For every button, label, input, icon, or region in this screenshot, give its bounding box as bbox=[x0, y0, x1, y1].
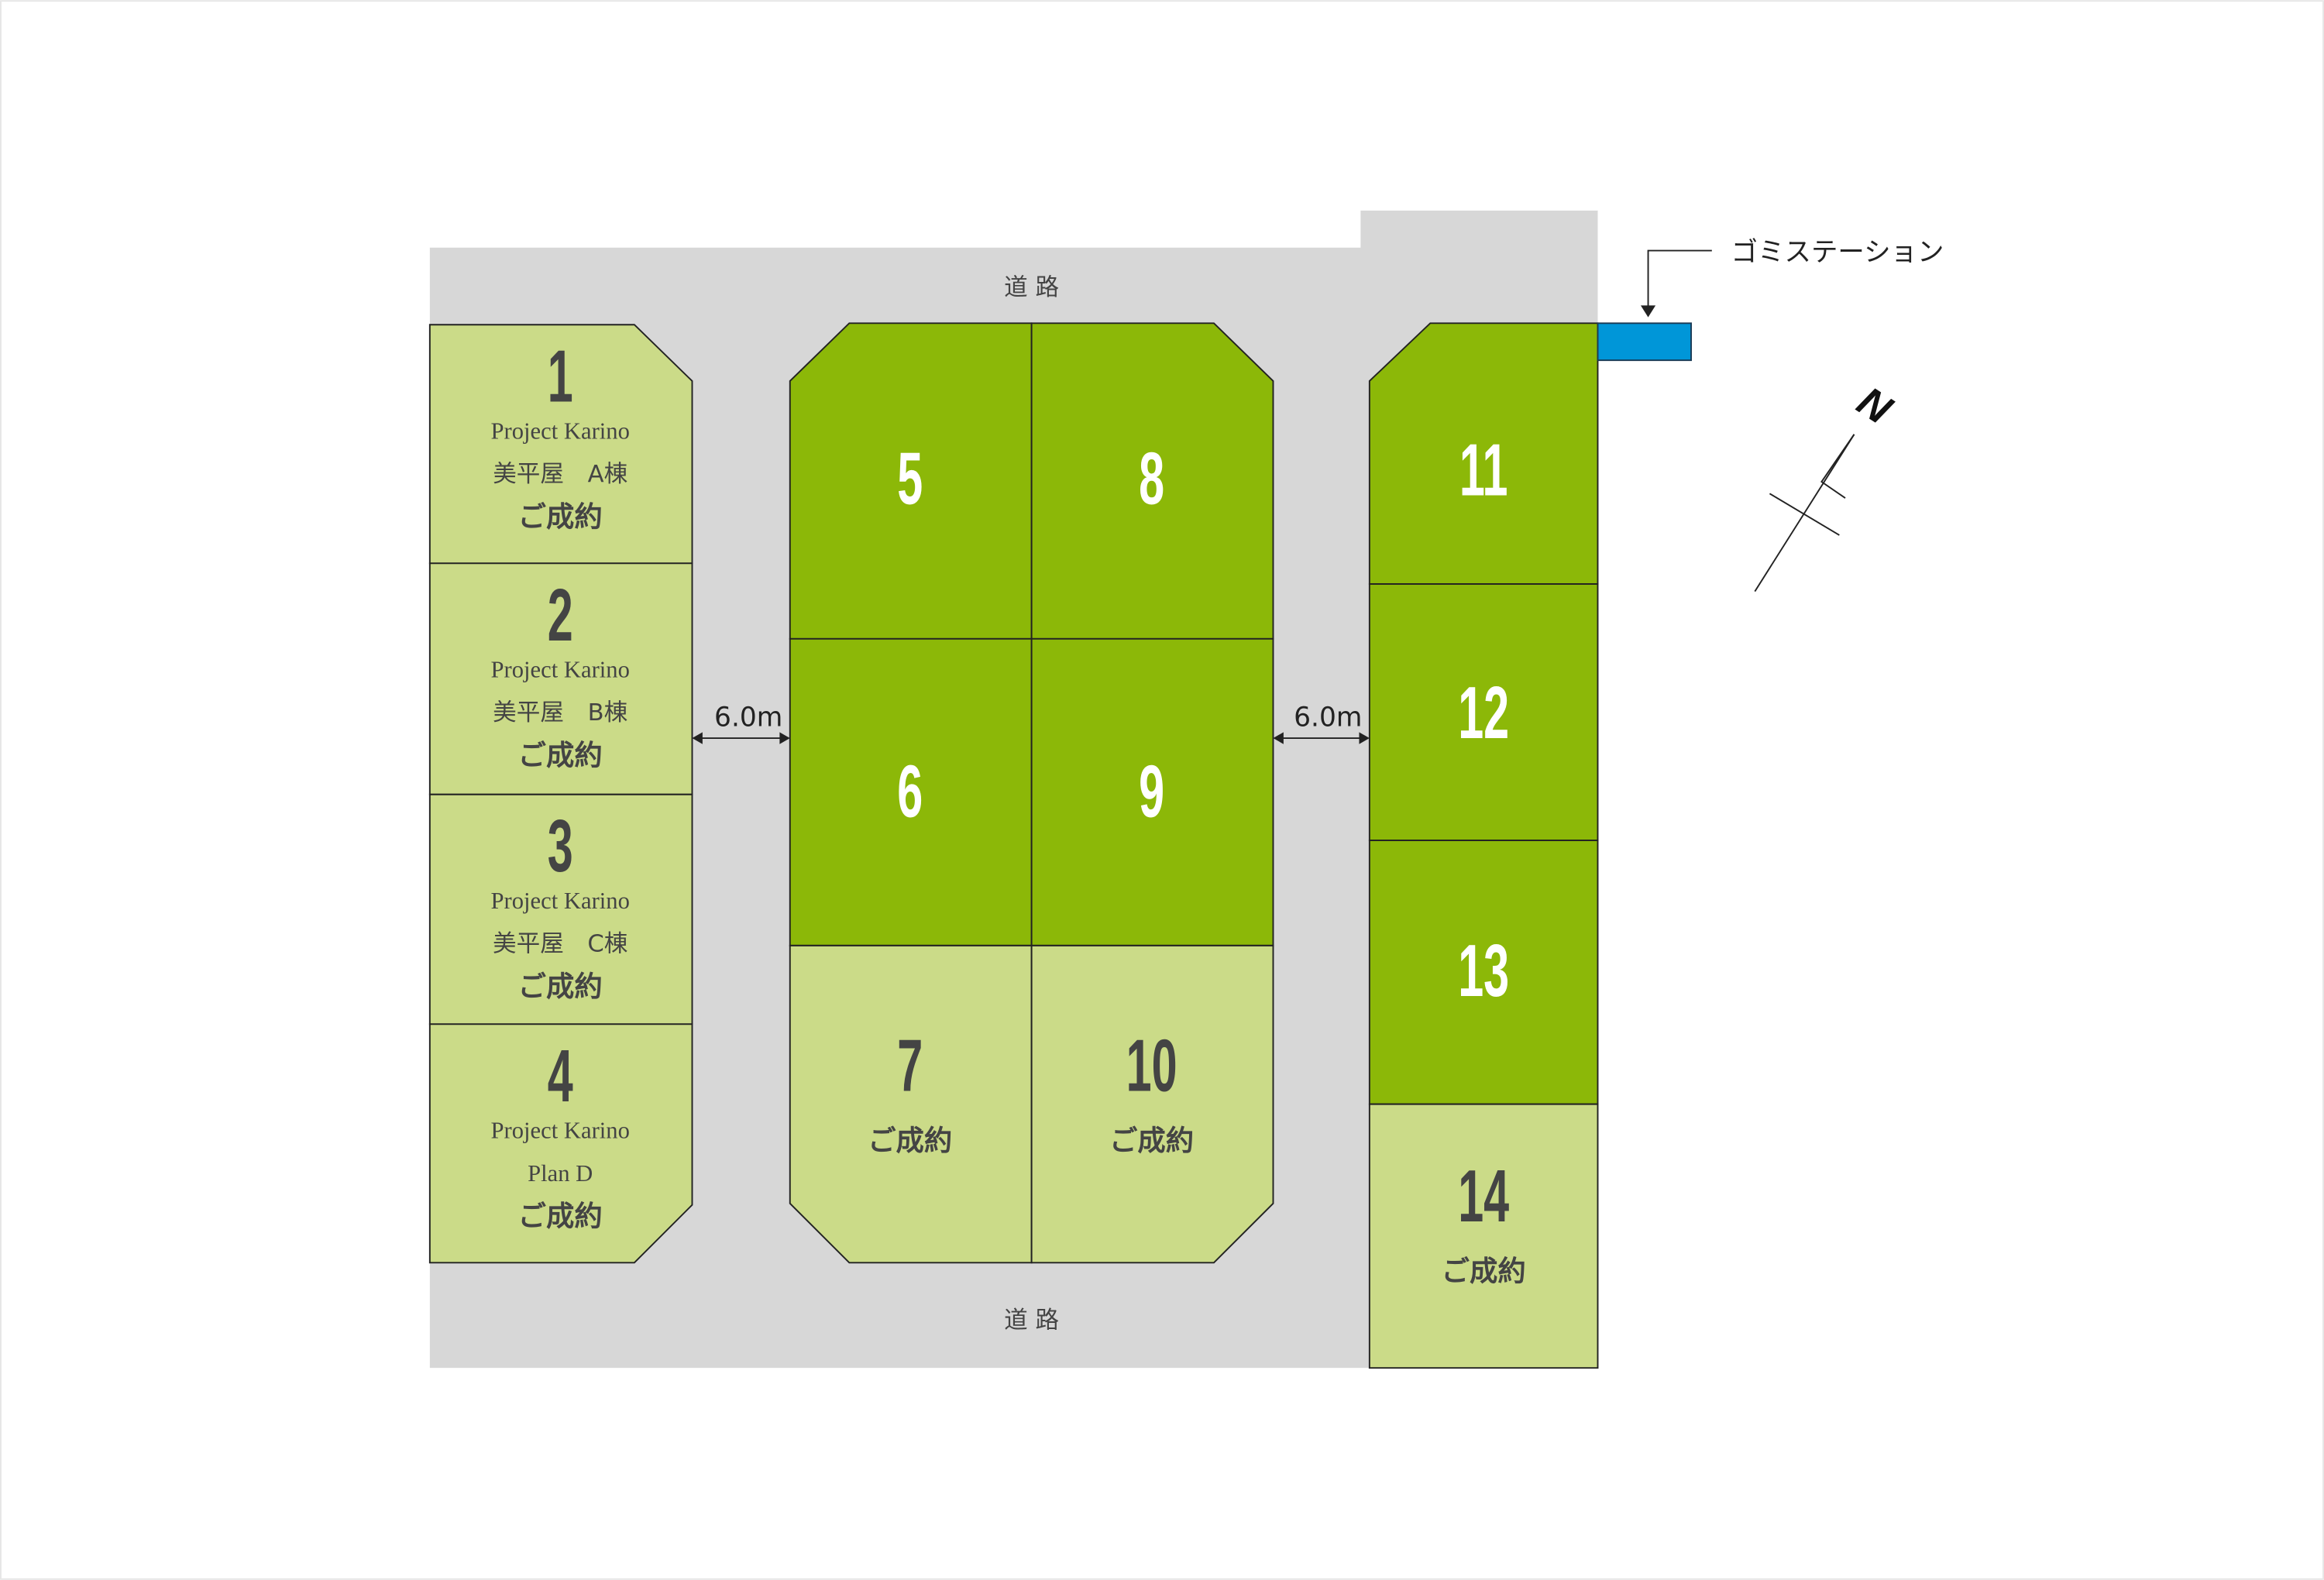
lot-11[interactable]: 11 bbox=[1368, 322, 1599, 586]
plan-name: 美平屋 B棟 bbox=[493, 699, 627, 726]
lot-5[interactable]: 5 bbox=[789, 322, 1033, 640]
lot-number: 14 bbox=[1458, 1154, 1509, 1237]
project-name: Project Karino bbox=[491, 1118, 630, 1144]
sold-status: ご成約 bbox=[518, 738, 603, 771]
lot-12[interactable]: 12 bbox=[1368, 583, 1599, 842]
lot-7[interactable]: 7 ご成約 bbox=[789, 944, 1033, 1264]
lot-number: 13 bbox=[1458, 929, 1509, 1012]
lot-6[interactable]: 6 bbox=[789, 637, 1033, 946]
lot-9[interactable]: 9 bbox=[1030, 637, 1274, 946]
sold-status: ご成約 bbox=[518, 970, 603, 1003]
sold-status: ご成約 bbox=[868, 1124, 952, 1157]
lot-number: 4 bbox=[548, 1034, 573, 1117]
lot-number: 10 bbox=[1126, 1024, 1177, 1107]
road-label-bottom: 道 路 bbox=[1004, 1307, 1059, 1334]
lot-8-shape[interactable] bbox=[1030, 322, 1274, 640]
lot-1-shape[interactable] bbox=[428, 324, 693, 565]
arrowhead-icon bbox=[779, 732, 790, 744]
lot-number: 3 bbox=[548, 805, 573, 888]
lot-number: 1 bbox=[548, 335, 573, 417]
aisle-dimension-left: 6.0m bbox=[692, 702, 790, 744]
project-name: Project Karino bbox=[491, 418, 630, 445]
lot-7-shape[interactable] bbox=[789, 944, 1033, 1264]
lot-14[interactable]: 14 ご成約 bbox=[1368, 1103, 1599, 1369]
sold-status: ご成約 bbox=[518, 500, 603, 533]
arrowhead-icon bbox=[692, 732, 703, 744]
lot-number: 11 bbox=[1459, 428, 1508, 511]
aisle-width-left: 6.0m bbox=[714, 702, 782, 733]
lot-10[interactable]: 10 ご成約 bbox=[1030, 944, 1274, 1264]
lot-13[interactable]: 13 bbox=[1368, 840, 1599, 1105]
road-label-top: 道 路 bbox=[1004, 274, 1059, 301]
arrowhead-icon bbox=[1273, 732, 1284, 744]
lot-8[interactable]: 8 bbox=[1030, 322, 1274, 640]
aisle-width-right: 6.0m bbox=[1294, 702, 1362, 733]
lot-number: 8 bbox=[1139, 437, 1164, 520]
arrow-down-icon bbox=[1640, 305, 1656, 318]
garbage-station bbox=[1597, 322, 1692, 362]
garbage-station-label: ゴミステーション bbox=[1731, 237, 1944, 268]
lot-number: 12 bbox=[1458, 671, 1509, 754]
arrowhead-icon bbox=[1359, 732, 1370, 744]
lot-number: 7 bbox=[897, 1024, 923, 1107]
sold-status: ご成約 bbox=[1109, 1124, 1194, 1157]
project-name: Project Karino bbox=[491, 888, 630, 914]
lot-4-shape[interactable] bbox=[428, 1023, 693, 1264]
lot-10-shape[interactable] bbox=[1030, 944, 1274, 1264]
project-name: Project Karino bbox=[491, 657, 630, 683]
plan-name: Plan D bbox=[528, 1160, 593, 1187]
lot-number: 9 bbox=[1139, 750, 1164, 833]
sold-status: ご成約 bbox=[518, 1199, 603, 1232]
lot-number: 2 bbox=[548, 573, 573, 656]
lot-number: 6 bbox=[897, 750, 923, 833]
garbage-station-callout: ゴミステーション bbox=[1640, 237, 1944, 318]
aisle-dimension-right: 6.0m bbox=[1273, 702, 1370, 744]
plan-name: 美平屋 A棟 bbox=[493, 461, 627, 488]
sold-status: ご成約 bbox=[1442, 1254, 1526, 1287]
lot-number: 5 bbox=[897, 437, 923, 520]
plan-name: 美平屋 C棟 bbox=[493, 931, 627, 958]
lot-14-shape[interactable] bbox=[1368, 1103, 1599, 1369]
